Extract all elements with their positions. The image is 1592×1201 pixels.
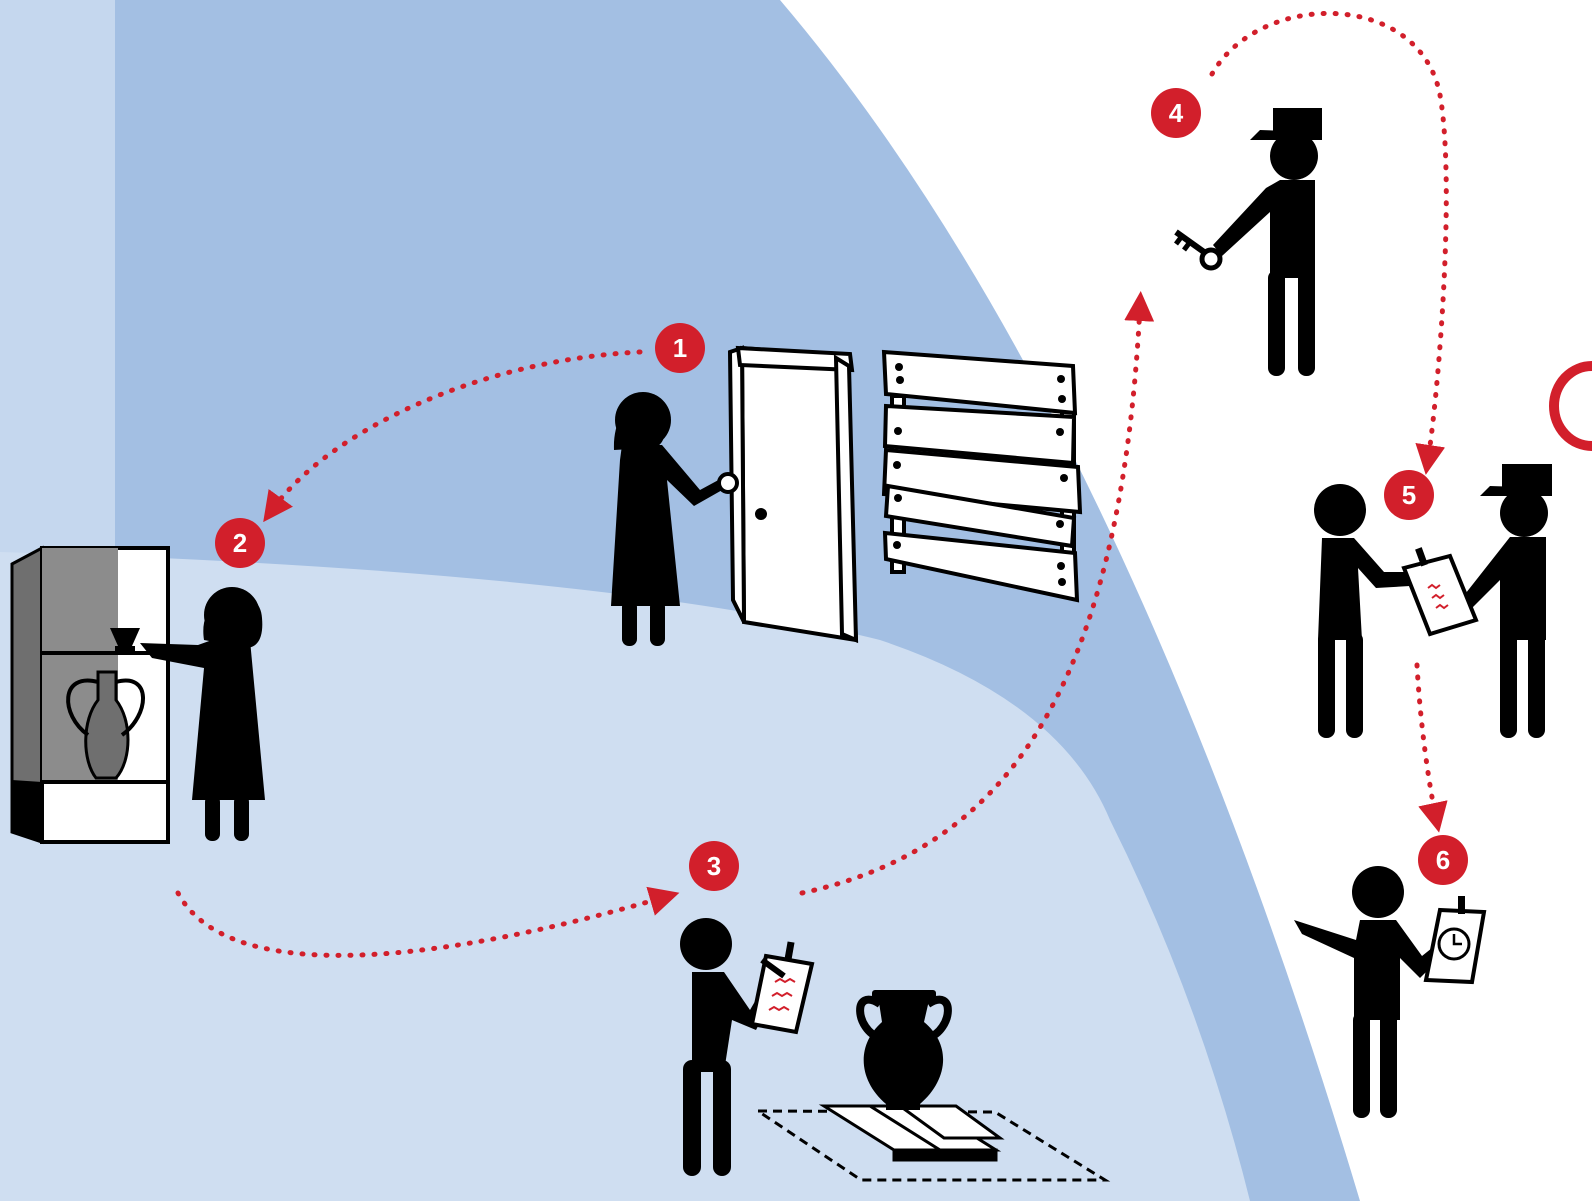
scene-handover: [1314, 464, 1552, 738]
person-handing: [1314, 484, 1412, 738]
person-documenter: [680, 918, 782, 1176]
flow-arrow-3-to-4: [799, 291, 1155, 896]
partial-badge: [1549, 361, 1592, 451]
door-icon: [727, 345, 859, 644]
display-case-icon: [10, 545, 170, 845]
person-timekeeper: [1294, 866, 1440, 1118]
step-badge-2: 2: [215, 518, 265, 568]
flow-arrow-2-to-3: [175, 886, 680, 958]
step-badge-3: 3: [689, 841, 739, 891]
step-badge-2-label: 2: [233, 528, 247, 558]
person-guard: [1213, 108, 1322, 376]
flow-arrow-5-to-6: [1414, 662, 1448, 833]
person-guard-receiving: [1462, 464, 1552, 738]
scene-clock: [1294, 866, 1487, 1118]
step-badge-1-label: 1: [673, 333, 687, 363]
step-badge-1: 1: [655, 323, 705, 373]
scene-display-case: [10, 545, 265, 845]
person-woman-case: [140, 587, 265, 841]
step-badge-3-label: 3: [707, 851, 721, 881]
clipboard-icon: [1423, 896, 1487, 985]
key-icon: [1174, 229, 1223, 271]
boarded-window-icon: [881, 349, 1083, 603]
step-badge-6: 6: [1418, 835, 1468, 885]
scene-guard-key: [1174, 108, 1322, 376]
flow-arrow-4-to-5: [1209, 11, 1449, 475]
step-badge-4-label: 4: [1169, 98, 1184, 128]
amphora-vase-icon: [856, 990, 952, 1110]
step-badge-5: 5: [1384, 470, 1434, 520]
clock-icon: [1437, 927, 1471, 961]
person-woman-door: [611, 392, 731, 646]
step-badge-5-label: 5: [1402, 480, 1416, 510]
pallet-icon: [818, 1104, 1005, 1162]
clipboard-icon: [749, 941, 815, 1035]
door-knob: [717, 472, 739, 494]
clipboard-icon: [1401, 547, 1479, 637]
step-badge-4: 4: [1151, 88, 1201, 138]
step-badge-6-label: 6: [1436, 845, 1450, 875]
scene-door: [611, 345, 1083, 646]
flow-arrow-1-to-2: [263, 349, 643, 523]
scene-documenting: [680, 918, 1111, 1182]
amphora-vase-icon: [66, 670, 145, 780]
